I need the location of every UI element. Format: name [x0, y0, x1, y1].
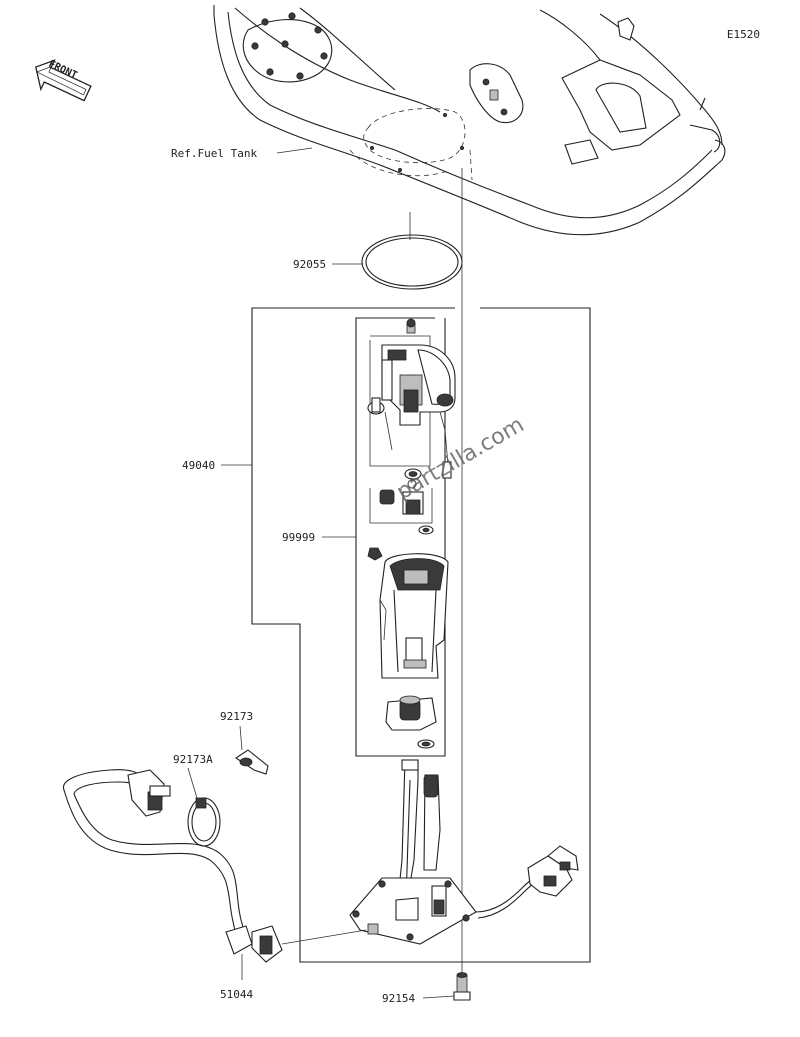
- callout-gasket-label: 92055: [293, 258, 326, 271]
- callout-hose-label: 51044: [220, 988, 253, 1001]
- diagram-code: E1520: [727, 28, 760, 41]
- front-arrow-icon: [35, 59, 92, 102]
- watermark: partzilla.com: [393, 412, 529, 505]
- callout-parts-set-label: 99999: [282, 531, 315, 544]
- callout-fuel-tank: Ref.Fuel Tank: [171, 147, 313, 160]
- pump-base-regulator: [385, 695, 437, 749]
- callout-parts-set: 99999: [282, 531, 356, 544]
- screw-small: [406, 318, 416, 334]
- callout-clamp: 92173: [220, 710, 253, 723]
- callout-pump-assy: 49040: [182, 459, 252, 472]
- pump-flange-plate: [349, 759, 477, 945]
- watermark-copyright-icon: [407, 479, 417, 489]
- pump-connector-harness: [475, 845, 579, 919]
- fuel-pump-housing: [367, 547, 449, 679]
- cap-bolt-holes: [251, 12, 328, 80]
- assembly-bracket-frame: [251, 307, 591, 963]
- gasket-ring: [361, 212, 463, 290]
- callout-clamp-label: 92173: [220, 710, 253, 723]
- callout-bolt: 92154: [382, 992, 455, 1005]
- callout-fuel-tank-label: Ref.Fuel Tank: [171, 147, 257, 160]
- fuel-hose: [63, 769, 367, 980]
- pump-filter-parts: [379, 468, 434, 535]
- callout-pump-assy-label: 49040: [182, 459, 215, 472]
- callout-bolt-label: 92154: [382, 992, 415, 1005]
- hose-clamp-ring: [187, 767, 221, 847]
- fuel-pump-motor: [367, 344, 456, 479]
- callout-gasket: 92055: [293, 258, 363, 271]
- callout-hose: 51044: [220, 988, 253, 1001]
- flange-bolt: [453, 972, 471, 1001]
- callout-clamp-a: 92173A: [173, 753, 213, 766]
- callout-clamp-a-label: 92173A: [173, 753, 213, 766]
- hose-clamp: [235, 725, 269, 775]
- fuel-tank: [213, 5, 726, 236]
